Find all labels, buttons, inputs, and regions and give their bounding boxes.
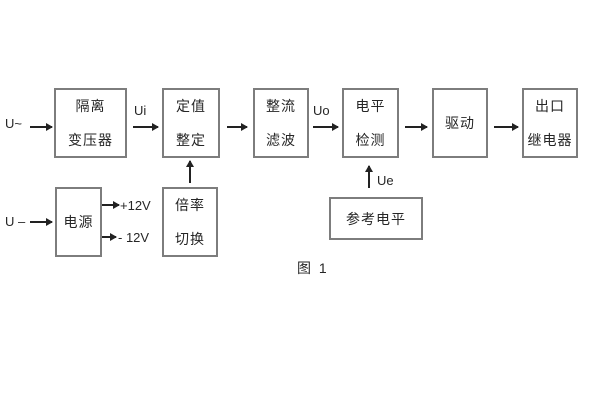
- arrow-setting-to-rectifier: [227, 126, 247, 128]
- arrow-driver-to-relay: [494, 126, 518, 128]
- block-label: 定值: [176, 98, 206, 114]
- block-label: 参考电平: [346, 210, 406, 227]
- arrow-ratio-to-setting: [189, 161, 191, 183]
- label-ue: Ue: [377, 173, 394, 188]
- block-reference-level: 参考电平: [329, 197, 423, 240]
- arrow-reference-to-level: [368, 166, 370, 188]
- arrow-level-to-driver: [405, 126, 427, 128]
- label-minus12v: - 12V: [118, 230, 150, 245]
- label-plus12v: +12V: [120, 198, 151, 213]
- block-power-supply: 电源: [55, 187, 102, 257]
- block-label: 电平: [355, 98, 386, 114]
- block-label: 滤波: [266, 132, 296, 148]
- block-label: 驱动: [445, 115, 475, 131]
- arrow-transformer-to-setting: [133, 126, 158, 128]
- block-label: 整定: [176, 132, 206, 148]
- arrow-ac-input: [30, 126, 52, 128]
- block-label: 切换: [175, 231, 205, 247]
- block-level-detect: 电平 检测: [342, 88, 399, 158]
- block-label: 倍率: [175, 197, 205, 213]
- label-ui: Ui: [134, 103, 147, 118]
- figure-caption: 图 1: [297, 260, 329, 276]
- block-label: 隔离: [75, 98, 106, 114]
- block-label: 检测: [355, 132, 386, 148]
- block-output-relay: 出口 继电器: [522, 88, 578, 158]
- arrow-dc-input: [30, 221, 52, 223]
- block-driver: 驱动: [432, 88, 488, 158]
- arrow-plus12v: [102, 204, 119, 206]
- arrow-minus12v: [102, 236, 116, 238]
- block-label: 整流: [266, 98, 296, 114]
- block-label: 电源: [63, 214, 94, 230]
- label-uo: Uo: [313, 103, 330, 118]
- label-ac-input: U~: [5, 116, 22, 131]
- block-rectifier-filter: 整流 滤波: [253, 88, 309, 158]
- arrow-rectifier-to-level: [313, 126, 338, 128]
- block-label: 出口: [535, 98, 565, 114]
- label-dc-input: U –: [5, 214, 26, 229]
- block-label: 变压器: [68, 132, 113, 148]
- block-isolation-transformer: 隔离 变压器: [54, 88, 127, 158]
- block-setting-adjust: 定值 整定: [162, 88, 220, 158]
- block-label: 继电器: [527, 132, 573, 148]
- block-ratio-switch: 倍率 切换: [162, 187, 218, 257]
